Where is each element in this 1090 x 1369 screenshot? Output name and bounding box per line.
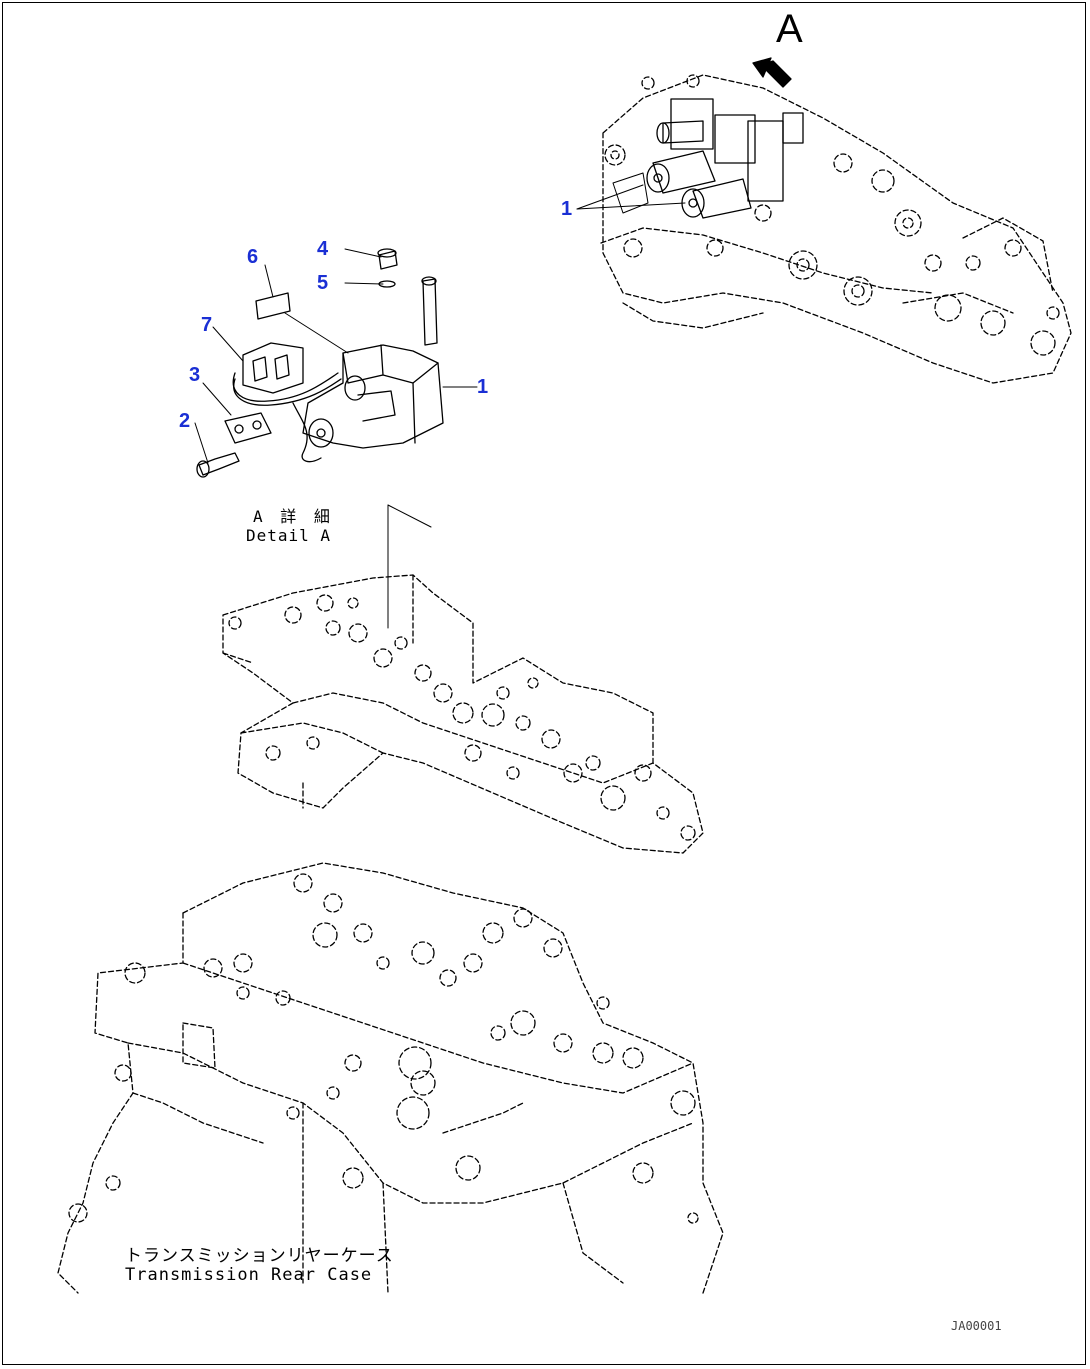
view-arrow-a: [752, 57, 792, 88]
detail-a-flag-line: [387, 504, 432, 629]
detail-a-parts: [196, 248, 444, 478]
callout-3[interactable]: 3: [189, 364, 201, 386]
view-label-a: A: [776, 7, 803, 51]
exploded-parts-diagram: [57, 57, 1072, 1294]
callout-7[interactable]: 7: [201, 314, 213, 336]
callout-5[interactable]: 5: [317, 272, 329, 294]
drawing-code: JA00001: [951, 1319, 1002, 1333]
transmission-rear-case: [57, 862, 724, 1294]
valve-assembly-overview: [600, 74, 1072, 384]
callout-4[interactable]: 4: [317, 238, 329, 260]
part-2-bolt: [198, 452, 240, 476]
part-4-plug: [378, 250, 398, 270]
callout-leaders-upper: [576, 172, 686, 214]
part-1-solenoid-valve: [302, 344, 444, 449]
detail-a-label-jp: A 詳 細: [253, 507, 334, 526]
callout-1-detail[interactable]: 1: [477, 376, 489, 398]
part-7-harness: [242, 342, 304, 394]
callout-2[interactable]: 2: [179, 410, 191, 432]
control-valve-plate: [222, 574, 704, 854]
part-3-clip: [224, 412, 272, 444]
detail-a-leaders: [194, 248, 478, 464]
rear-case-label-en: Transmission Rear Case: [125, 1265, 373, 1285]
mounting-bolt: [422, 278, 438, 346]
callout-1-upper[interactable]: 1: [561, 198, 573, 220]
callout-6[interactable]: 6: [247, 246, 259, 268]
solenoid-cluster-overview: [646, 98, 804, 219]
rear-case-label-jp: トランスミッションリヤーケース: [125, 1246, 394, 1266]
part-6-plate: [255, 292, 291, 320]
detail-a-label-en: Detail A: [246, 526, 332, 545]
